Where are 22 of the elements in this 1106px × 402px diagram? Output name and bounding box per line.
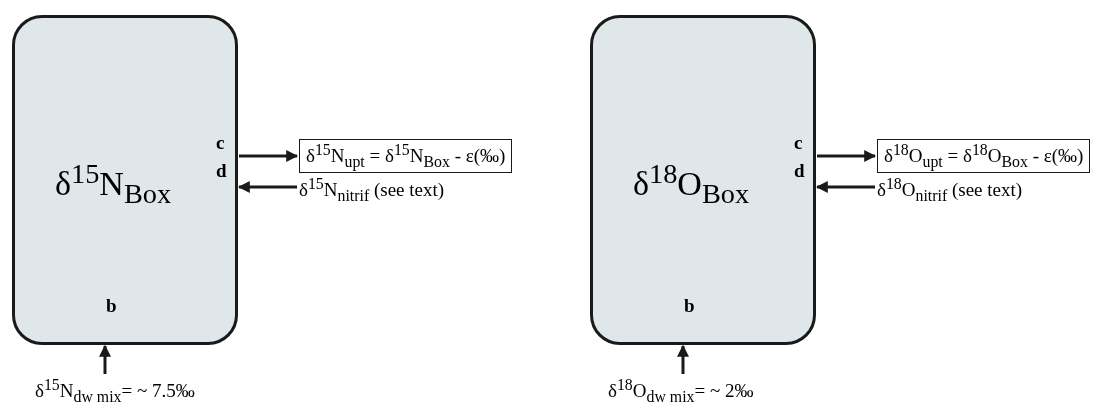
box-label: δ$^{18}$O$_{Box}$ bbox=[633, 158, 750, 211]
input-label: δ$^{18}$O$_{dw mix}$= ~ 2‰ bbox=[608, 376, 754, 402]
arrow bbox=[237, 181, 297, 193]
arrow bbox=[99, 344, 111, 374]
arrow bbox=[815, 181, 875, 193]
arrow bbox=[817, 150, 877, 162]
box-compartment bbox=[12, 15, 238, 345]
input-label: δ$^{18}$O$_{nitrif}$ (see text) bbox=[877, 175, 1023, 206]
equation-box: δ$^{18}$O$_{upt}$ = δ$^{18}$O$_{Box}$ - ε(‰) bbox=[877, 139, 1091, 174]
input-label: δ$^{15}$N$_{dw mix}$= ~ 7.5‰ bbox=[35, 376, 195, 402]
equation-box: δ$^{15}$N$_{upt}$ = δ$^{15}$N$_{Box}$ - ε(‰) bbox=[299, 139, 513, 174]
box-compartment bbox=[590, 15, 816, 345]
box-label: δ$^{15}$N$_{Box}$ bbox=[55, 158, 172, 211]
arrow bbox=[239, 150, 299, 162]
edge-label: d bbox=[216, 160, 227, 182]
edge-label: d bbox=[794, 160, 805, 182]
input-label: δ$^{15}$N$_{nitrif}$ (see text) bbox=[299, 175, 445, 206]
arrow bbox=[677, 344, 689, 374]
edge-label: b bbox=[106, 295, 117, 317]
edge-label: b bbox=[684, 295, 695, 317]
edge-label: c bbox=[216, 132, 225, 154]
edge-label: c bbox=[794, 132, 803, 154]
